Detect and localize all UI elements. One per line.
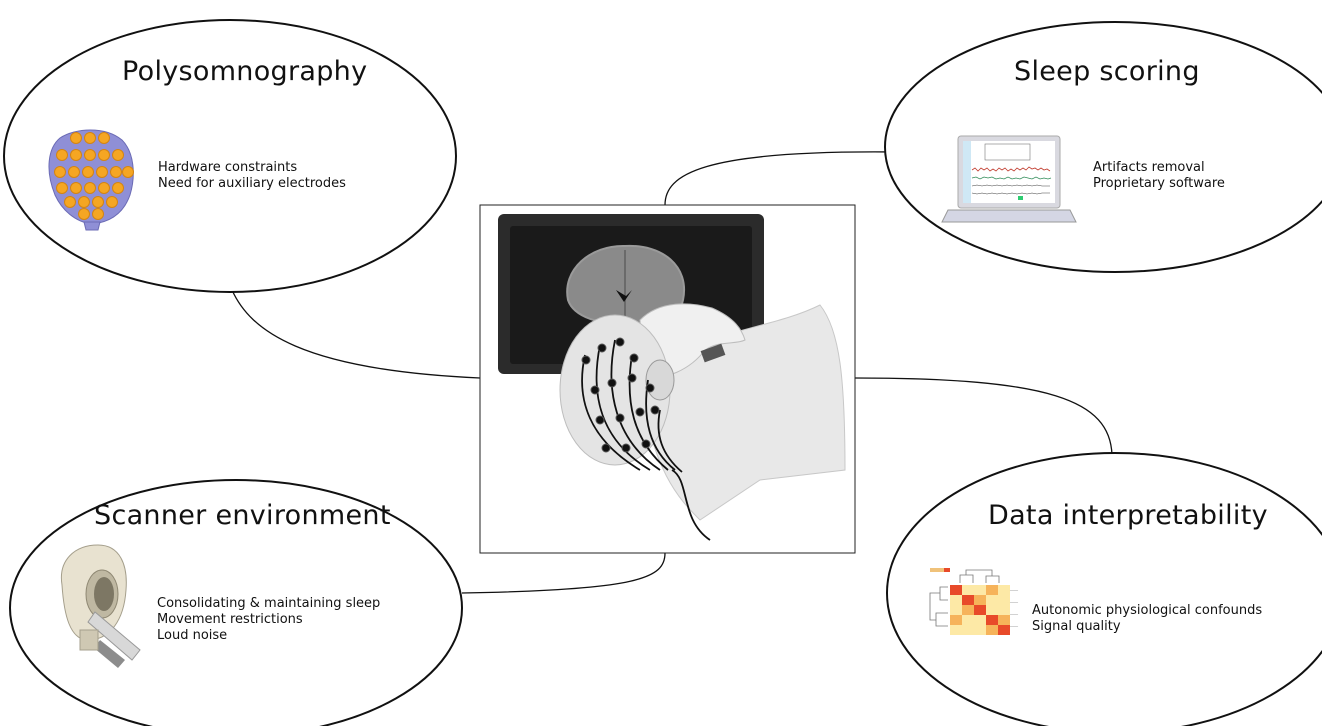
heatmap-cell: [962, 625, 974, 635]
electrode-dot: [98, 182, 110, 194]
list-item: Signal quality: [1032, 619, 1121, 634]
list-item: Proprietary software: [1093, 176, 1225, 191]
electrode-dot: [56, 182, 68, 194]
heatmap-cell: [974, 605, 986, 615]
heatmap-cell: [950, 625, 962, 635]
connector-scanner-environment: [461, 552, 666, 594]
electrode-dot: [96, 166, 108, 178]
electrode-dot: [84, 149, 96, 161]
heatmap-cell: [974, 595, 986, 605]
heatmap-cell: [998, 615, 1010, 625]
electrode-dot: [68, 166, 80, 178]
heatmap-cell: [986, 585, 998, 595]
heatmap-cell: [974, 625, 986, 635]
eeg-cap-electrodes-icon: [48, 129, 134, 231]
electrode-dot: [112, 149, 124, 161]
heatmap-cell: [998, 605, 1010, 615]
heatmap-cell: [950, 615, 962, 625]
list-item: Autonomic physiological confounds: [1032, 603, 1263, 618]
node-ellipse-sleep-scoring: [884, 21, 1322, 273]
heatmap-cell: [974, 585, 986, 595]
list-item: Artifacts removal: [1093, 160, 1205, 175]
node-title-data-interpretability: Data interpretability: [988, 500, 1268, 531]
connector-sleep-scoring: [664, 151, 896, 206]
electrode-dot: [70, 182, 82, 194]
electrode-dot: [84, 182, 96, 194]
heatmap-cell: [962, 585, 974, 595]
node-title-polysomnography: Polysomnography: [122, 56, 368, 87]
svg-text:____: ____: [1009, 622, 1019, 627]
electrode-dot: [84, 132, 96, 144]
electrode-dot: [98, 132, 110, 144]
connector-polysomnography: [231, 289, 481, 379]
electrode-dot: [82, 166, 94, 178]
heatmap-cell: [986, 605, 998, 615]
list-item: Movement restrictions: [157, 612, 303, 627]
eeg-fmri-subject-illustration: [479, 204, 856, 554]
svg-text:____: ____: [1009, 598, 1019, 603]
heatmap-cell: [986, 595, 998, 605]
electrode-dot: [70, 149, 82, 161]
node-items-polysomnography: Hardware constraints Need for auxiliary …: [158, 160, 346, 192]
heatmap-cell: [950, 605, 962, 615]
node-items-scanner-environment: Consolidating & maintaining sleep Moveme…: [157, 596, 380, 644]
node-ellipse-polysomnography: [3, 19, 457, 293]
connector-data-interpretability: [854, 377, 1113, 456]
list-item: Consolidating & maintaining sleep: [157, 596, 381, 611]
node-title-sleep-scoring: Sleep scoring: [1014, 56, 1200, 87]
node-items-sleep-scoring: Artifacts removal Proprietary software: [1093, 160, 1225, 192]
heatmap-cell: [950, 585, 962, 595]
svg-text:____: ____: [1009, 610, 1019, 615]
electrode-dot: [54, 166, 66, 178]
electrode-dot: [110, 166, 122, 178]
heatmap-cell: [974, 615, 986, 625]
electrode-dot: [92, 196, 104, 208]
node-items-data-interpretability: Autonomic physiological confounds Signal…: [1032, 603, 1262, 635]
electrode-dot: [112, 182, 124, 194]
electrode-dot: [92, 208, 104, 220]
electrode-dot: [78, 196, 90, 208]
node-ellipse-scanner-environment: [9, 479, 463, 726]
svg-text:____: ____: [1009, 586, 1019, 591]
heatmap-cell: [998, 625, 1010, 635]
node-ellipse-data-interpretability: [886, 452, 1322, 726]
electrode-dot: [64, 196, 76, 208]
list-item: Hardware constraints: [158, 160, 298, 175]
electrode-dot: [106, 196, 118, 208]
mri-scanner-icon: [60, 544, 141, 668]
heatmap-dendrogram-icon: ____ ____ ____ ____: [929, 568, 1019, 635]
list-item: Need for auxiliary electrodes: [158, 176, 346, 191]
heatmap-cell: [962, 595, 974, 605]
electrode-dot: [56, 149, 68, 161]
electrode-dot: [78, 208, 90, 220]
electrode-dot: [70, 132, 82, 144]
node-title-scanner-environment: Scanner environment: [94, 500, 391, 531]
heatmap-cell: [986, 625, 998, 635]
list-item: Loud noise: [157, 628, 228, 643]
heatmap-cell: [962, 605, 974, 615]
heatmap-cell: [998, 585, 1010, 595]
heatmap-cell: [986, 615, 998, 625]
laptop-eeg-icon: [941, 135, 1077, 223]
electrode-dot: [122, 166, 134, 178]
electrode-dot: [98, 149, 110, 161]
heatmap-cell: [962, 615, 974, 625]
heatmap-cell: [950, 595, 962, 605]
heatmap-cell: [998, 595, 1010, 605]
